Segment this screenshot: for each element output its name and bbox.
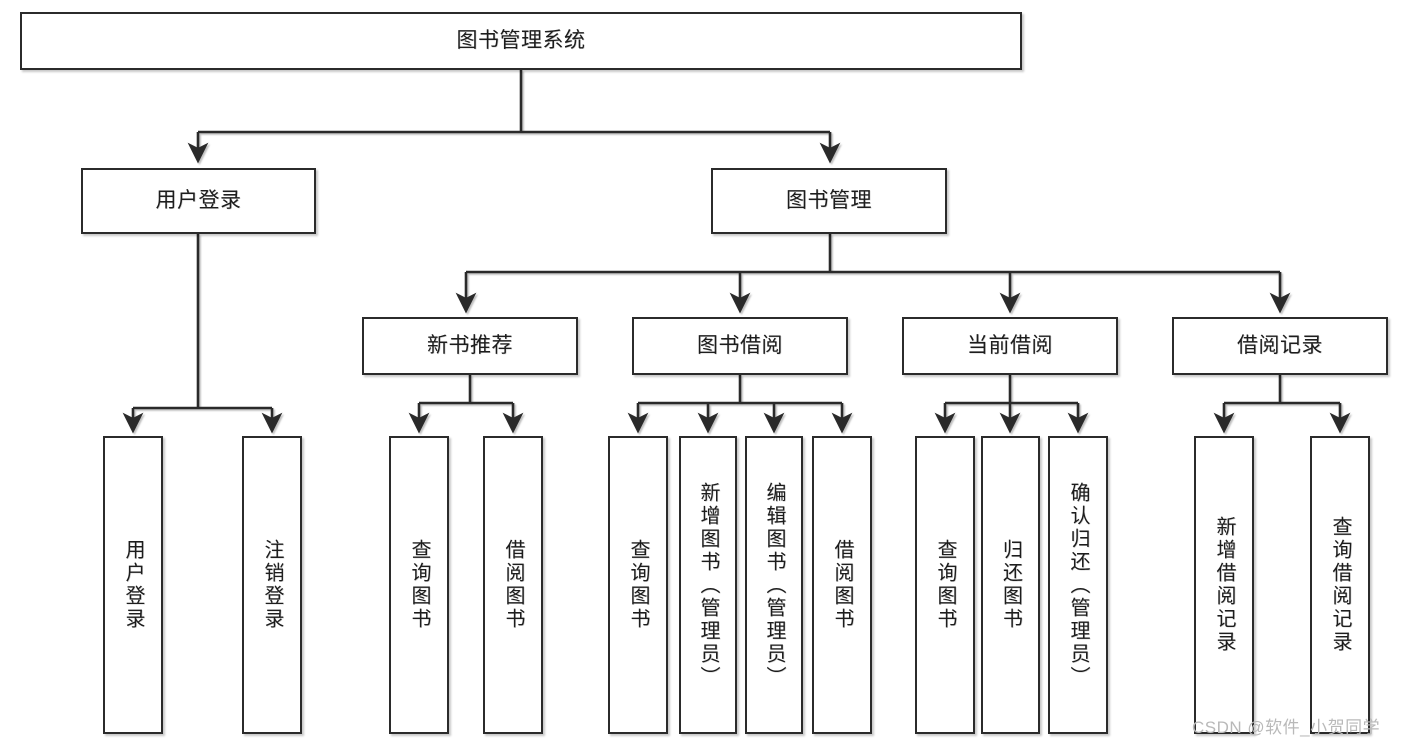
node-leaf-user-login-label: 用户登录 [122,539,144,631]
node-leaf-query-book-1-label: 查询图书 [408,539,430,631]
node-root[interactable]: 图书管理系统 [20,12,1022,70]
node-leaf-add-borrow-record[interactable]: 新增借阅记录 [1194,436,1254,734]
node-leaf-query-book-2-label: 查询图书 [627,539,649,631]
node-book-management-label: 图书管理 [786,188,872,212]
node-leaf-query-book-3-label: 查询图书 [934,539,956,631]
node-leaf-edit-book-label: 编辑图书（管理员） [763,481,785,689]
node-leaf-borrow-book-1[interactable]: 借阅图书 [483,436,543,734]
node-current-borrow[interactable]: 当前借阅 [902,317,1118,375]
node-new-book-recommend[interactable]: 新书推荐 [362,317,578,375]
node-leaf-return-book-label: 归还图书 [999,539,1022,631]
node-leaf-confirm-return-label: 确认归还（管理员） [1067,481,1089,689]
watermark-text: CSDN @软件_小贺同学 [1192,718,1381,737]
node-leaf-borrow-book-2[interactable]: 借阅图书 [812,436,872,734]
node-new-book-recommend-label: 新书推荐 [427,333,513,357]
node-borrow-record[interactable]: 借阅记录 [1172,317,1388,375]
node-leaf-logout-login[interactable]: 注销登录 [242,436,302,734]
node-user-login[interactable]: 用户登录 [81,168,316,234]
node-current-borrow-label: 当前借阅 [967,333,1053,357]
node-leaf-add-book[interactable]: 新增图书（管理员） [679,436,737,734]
node-user-login-label: 用户登录 [155,188,242,212]
node-borrow-record-label: 借阅记录 [1237,333,1323,357]
node-book-borrow-label: 图书借阅 [697,333,783,357]
node-book-management[interactable]: 图书管理 [711,168,947,234]
node-book-borrow[interactable]: 图书借阅 [632,317,848,375]
node-leaf-query-borrow-record-label: 查询借阅记录 [1329,516,1351,654]
node-leaf-borrow-book-1-label: 借阅图书 [502,539,524,631]
node-leaf-confirm-return[interactable]: 确认归还（管理员） [1048,436,1108,734]
node-leaf-query-borrow-record[interactable]: 查询借阅记录 [1310,436,1370,734]
node-leaf-add-borrow-record-label: 新增借阅记录 [1213,516,1235,654]
node-leaf-query-book-2[interactable]: 查询图书 [608,436,668,734]
node-leaf-logout-login-label: 注销登录 [261,539,283,631]
node-leaf-user-login[interactable]: 用户登录 [103,436,163,734]
node-leaf-query-book-3[interactable]: 查询图书 [915,436,975,734]
node-leaf-borrow-book-2-label: 借阅图书 [831,539,853,631]
node-leaf-query-book-1[interactable]: 查询图书 [389,436,449,734]
node-root-label: 图书管理系统 [456,28,586,52]
node-leaf-edit-book[interactable]: 编辑图书（管理员） [745,436,803,734]
node-leaf-return-book[interactable]: 归还图书 [981,436,1040,734]
node-leaf-add-book-label: 新增图书（管理员） [697,481,719,689]
